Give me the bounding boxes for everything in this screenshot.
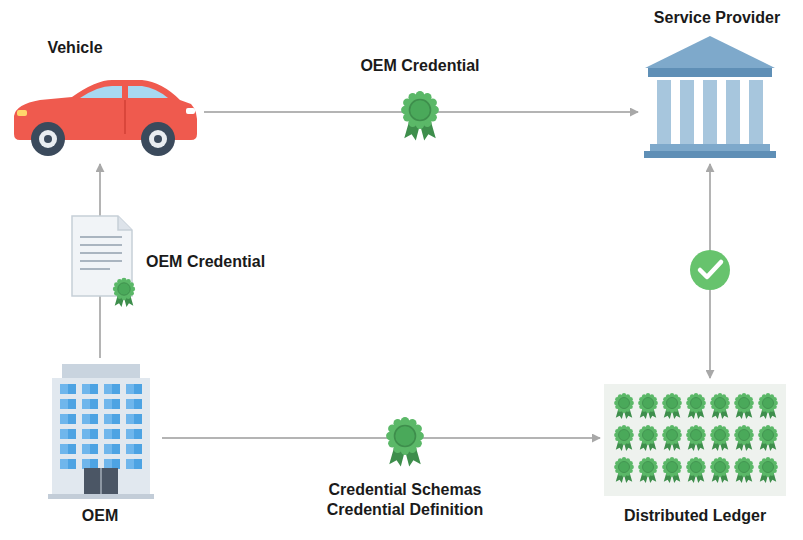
node-label: Distributed Ledger <box>624 506 766 526</box>
building-icon <box>48 364 154 499</box>
bank-icon <box>644 36 776 158</box>
icon-node: Vehicle <box>8 34 202 162</box>
document-icon <box>72 216 135 307</box>
edge-label: OEM Credential <box>146 252 265 272</box>
connector-arrow <box>162 437 600 439</box>
car-icon <box>14 80 197 156</box>
icon-node: Service Provider <box>640 4 790 162</box>
check-icon <box>690 250 730 290</box>
node-label: Vehicle <box>47 38 102 58</box>
node-label: Service Provider <box>654 8 780 28</box>
edge-label: OEM Credential <box>360 56 479 76</box>
icon-node: Distributed Ledger <box>602 380 788 532</box>
icon-node: OEM <box>44 360 160 532</box>
ledger-icon <box>604 384 786 496</box>
credential-badge <box>401 91 439 140</box>
node-label: OEM <box>82 506 118 526</box>
credential-badge <box>386 417 424 466</box>
edge-label: Credential Schemas Credential Definition <box>312 480 498 520</box>
